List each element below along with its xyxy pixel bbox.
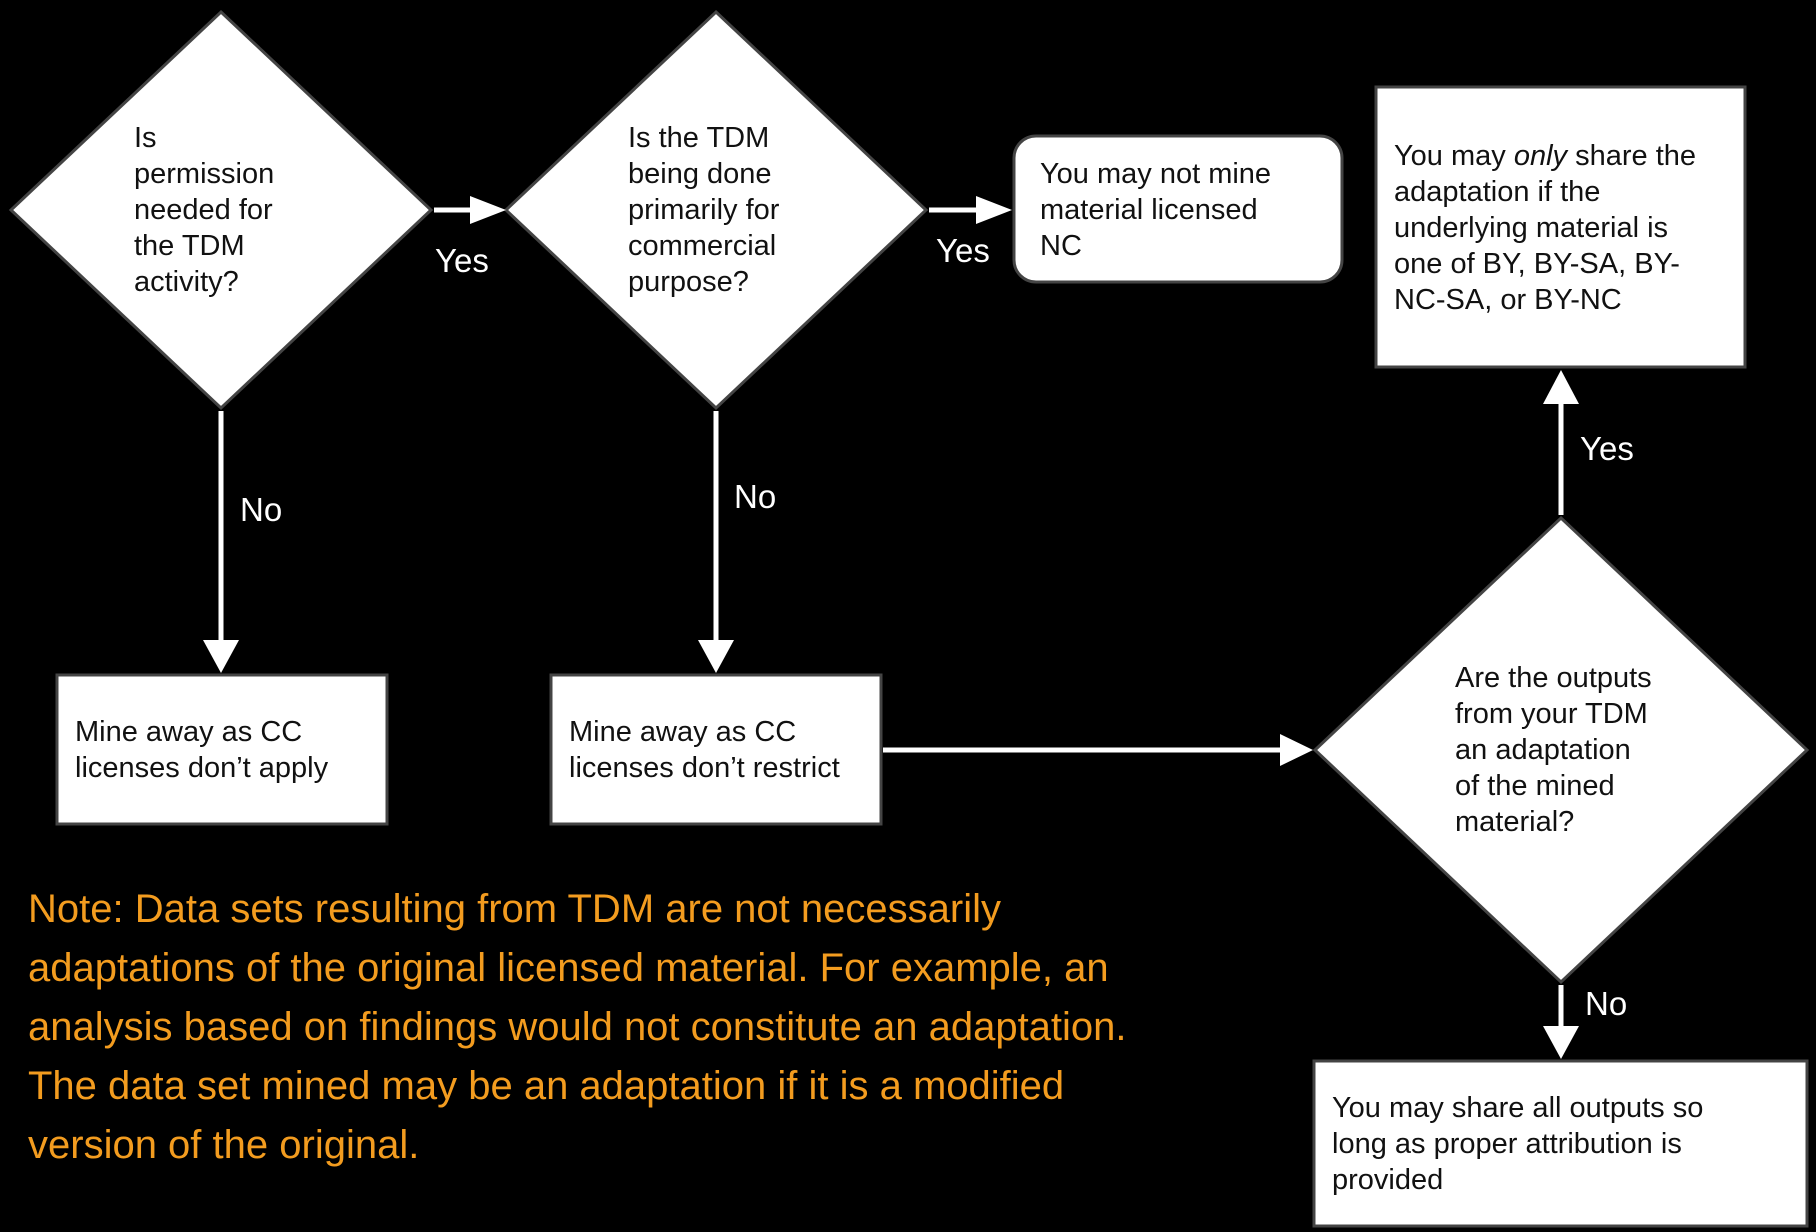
result-no-nc-shape <box>1012 134 1344 284</box>
label-line: needed for <box>134 194 273 226</box>
edge-label-yes: Yes <box>936 232 990 269</box>
arrowhead <box>1543 370 1579 404</box>
label-line: purpose? <box>628 266 749 298</box>
result-dont-apply-shape <box>55 673 389 826</box>
label-suffix: share the <box>1567 140 1697 172</box>
label-line: You may only share the <box>1394 138 1696 174</box>
label-line: underlying material is <box>1394 212 1669 244</box>
label-line: one of BY, BY-SA, BY- <box>1394 248 1680 280</box>
label-line: material? <box>1455 806 1575 838</box>
label-line: of the mined <box>1455 770 1615 802</box>
decision-permission-label: Is permission needed for the TDM activit… <box>134 120 274 300</box>
label-line: Mine away as CC <box>569 716 797 748</box>
edge-label-yes: Yes <box>1580 430 1634 467</box>
arrowhead <box>976 196 1012 224</box>
result-dont-apply-label: Mine away as CC licenses don’t apply <box>75 714 328 786</box>
label-line: licenses don’t restrict <box>569 752 840 784</box>
result-only-share-label: You may only share the adaptation if the… <box>1394 138 1696 318</box>
decision-permission-shape <box>8 9 434 411</box>
label-line: activity? <box>134 266 239 298</box>
label-line: an adaptation <box>1455 734 1631 766</box>
note-line: adaptations of the original licensed mat… <box>28 946 1109 990</box>
label-line: long as proper attribution is <box>1332 1128 1682 1160</box>
label-line: Mine away as CC <box>75 716 303 748</box>
label-line: material licensed <box>1040 194 1258 226</box>
label-line: the TDM <box>134 230 245 262</box>
label-line: licenses don’t apply <box>75 752 329 784</box>
label-line: NC-SA, or BY-NC <box>1394 284 1622 316</box>
label-line: You may share all outputs so <box>1332 1092 1704 1124</box>
arrowhead <box>470 196 506 224</box>
label-line: adaptation if the <box>1394 176 1601 208</box>
decision-adaptation-shape <box>1312 515 1810 985</box>
edge-label-no: No <box>240 491 283 528</box>
label-line: Is <box>134 122 157 154</box>
result-no-nc-label: You may not mine material licensed NC <box>1040 156 1271 264</box>
label-line: commercial <box>628 230 777 262</box>
result-share-all-shape <box>1312 1059 1809 1228</box>
note-text: Note: Data sets resulting from TDM are n… <box>28 880 1288 1175</box>
label-line: Is the TDM <box>628 122 770 154</box>
label-line: permission <box>134 158 275 190</box>
result-dont-restrict-shape <box>549 673 883 826</box>
label-line: NC <box>1040 230 1082 262</box>
arrowhead <box>1543 1026 1579 1059</box>
decision-commercial-label: Is the TDM being done primarily for comm… <box>628 120 779 300</box>
note-line: analysis based on findings would not con… <box>28 1005 1127 1049</box>
label-emphasis: only <box>1513 140 1568 172</box>
label-line: Are the outputs <box>1455 662 1652 694</box>
label-prefix: You may <box>1394 140 1514 172</box>
label-line: provided <box>1332 1164 1444 1196</box>
label-line: from your TDM <box>1455 698 1648 730</box>
result-dont-restrict-label: Mine away as CC licenses don’t restrict <box>569 714 840 786</box>
label-line: being done <box>628 158 772 190</box>
label-line: You may not mine <box>1040 158 1272 190</box>
note-line: The data set mined may be an adaptation … <box>28 1064 1065 1108</box>
edge-label-no: No <box>734 478 777 515</box>
arrowhead <box>698 640 734 673</box>
result-only-share-shape <box>1374 85 1747 369</box>
result-share-all-label: You may share all outputs so long as pro… <box>1332 1090 1703 1198</box>
note-line: version of the original. <box>28 1123 420 1167</box>
decision-commercial-shape <box>503 9 929 411</box>
note-line: Note: Data sets resulting from TDM are n… <box>28 887 1001 931</box>
edge-label-yes: Yes <box>435 242 489 279</box>
label-line: primarily for <box>628 194 780 226</box>
decision-adaptation-label: Are the outputs from your TDM an adaptat… <box>1455 660 1652 840</box>
arrowhead <box>203 640 239 673</box>
edge-label-no: No <box>1585 985 1628 1022</box>
arrowhead <box>1280 734 1313 766</box>
